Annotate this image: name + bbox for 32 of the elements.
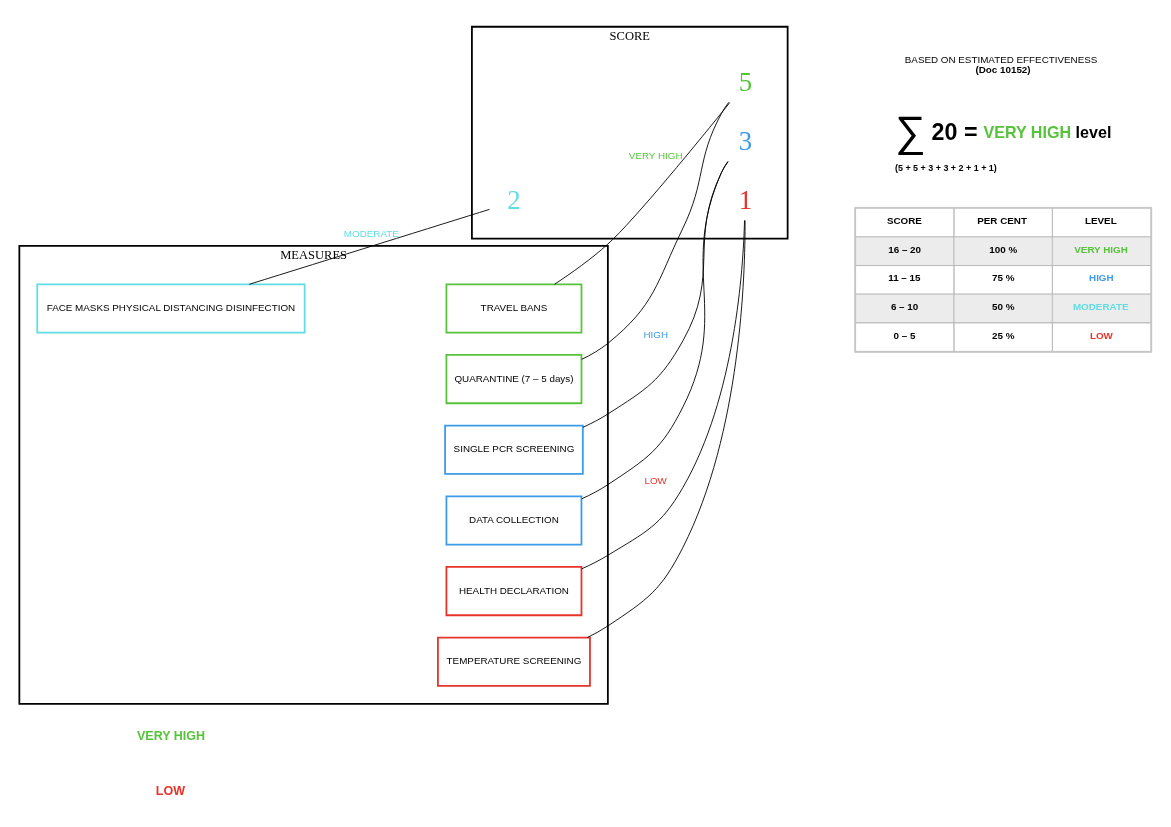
label: 11 – 15 (888, 271, 921, 283)
label: (5 + 5 + 3 + 3 + 2 + 1 + 1) (894, 162, 997, 173)
label: 50 % (992, 300, 1015, 312)
label: VERY HIGH (136, 728, 206, 743)
edge-label: HIGH (643, 328, 668, 340)
label: 6 – 10 (890, 300, 919, 312)
label: MODERATE (1072, 300, 1129, 312)
label: SCORE (886, 214, 922, 226)
node-text: 2 (507, 184, 521, 215)
label: 20 = (931, 118, 978, 145)
label: 75 % (992, 271, 1015, 283)
label: (Doc 10152) (975, 63, 1031, 75)
label: LEVEL (1085, 214, 1117, 226)
label: VERY HIGH (983, 122, 1072, 141)
edge-label: MODERATE (343, 227, 399, 239)
edge-label: LOW (644, 474, 667, 486)
edge-label: VERY HIGH (628, 149, 683, 161)
label: 25 % (992, 329, 1015, 341)
label: HIGH (1089, 271, 1114, 283)
label: LOW (1089, 329, 1113, 341)
node-text: 5 (738, 66, 753, 97)
label: BASED ON ESTIMATED EFFECTIVENESS (904, 53, 1098, 65)
label: 100 % (989, 243, 1018, 255)
label: 16 – 20 (888, 243, 922, 255)
label: ∑ (894, 106, 926, 155)
node-text: 1 (738, 184, 753, 215)
label: level (1075, 122, 1112, 141)
label: 0 – 5 (893, 329, 916, 341)
label: PER CENT (977, 214, 1027, 226)
label: VERY HIGH (1074, 243, 1128, 255)
node-text: 3 (738, 125, 753, 156)
label: LOW (155, 783, 185, 798)
